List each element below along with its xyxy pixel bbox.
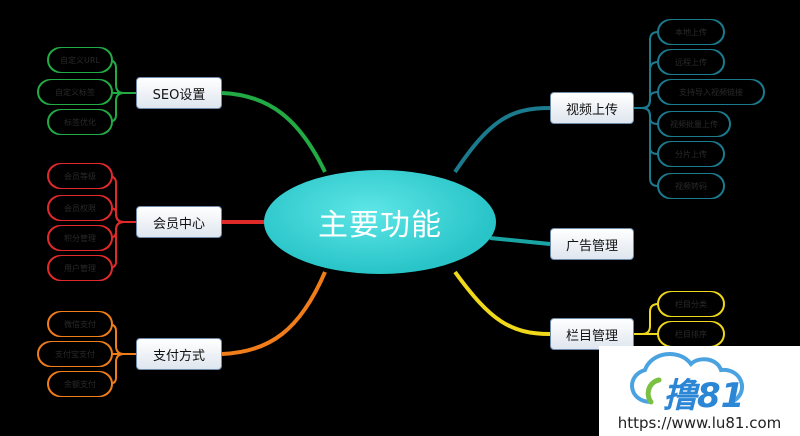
- watermark-text: 撸81: [663, 376, 745, 416]
- leaf-member-1: 会员等级: [50, 164, 110, 188]
- branch-ads: 广告管理: [550, 228, 634, 260]
- leaf-video-1: 本地上传: [660, 20, 722, 44]
- leaf-pay-3: 余额支付: [50, 372, 110, 396]
- leaf-member-2: 会员权限: [50, 196, 110, 220]
- leaf-member-4: 用户管理: [50, 256, 110, 280]
- branch-pay: 支付方式: [136, 338, 222, 370]
- branch-pay-label: 支付方式: [152, 348, 205, 364]
- leaf-column-1: 栏目分类: [660, 292, 722, 316]
- leaf-seo-1: 自定义URL: [50, 48, 110, 72]
- leaf-seo-2: 自定义标签: [40, 80, 110, 104]
- leaf-video-4: 视频批量上传: [660, 112, 728, 136]
- leaf-video-5: 分片上传: [660, 142, 722, 166]
- leaf-video-6: 视频转码: [660, 174, 722, 198]
- leaf-member-3: 积分管理: [50, 226, 110, 250]
- center-topic: 主要功能: [264, 170, 496, 274]
- leaf-video-3: 支持导入视频链接: [660, 80, 762, 104]
- branch-seo-label: SEO设置: [152, 87, 206, 103]
- branch-video-label: 视频上传: [565, 102, 618, 118]
- connector-seo: [221, 91, 327, 173]
- leaf-pay-1: 微信支付: [50, 312, 110, 336]
- branch-column-label: 栏目管理: [565, 328, 618, 344]
- branch-video: 视频上传: [550, 92, 634, 124]
- branch-member: 会员中心: [136, 206, 222, 238]
- video-leaf-connectors: [634, 31, 659, 187]
- member-leaf-connectors: [107, 175, 136, 269]
- center-topic-label: 主要功能: [318, 208, 442, 243]
- leaf-video-2: 远程上传: [660, 50, 722, 74]
- branch-ads-label: 广告管理: [565, 238, 618, 254]
- branch-column: 栏目管理: [550, 318, 634, 350]
- branch-seo: SEO设置: [136, 77, 222, 109]
- connector-pay: [221, 271, 327, 356]
- connector-video: [453, 106, 551, 174]
- cloud-logo-icon: [630, 351, 744, 405]
- watermark-logo: 撸81 https://www.lu81.com: [599, 346, 800, 436]
- watermark-url[interactable]: https://www.lu81.com: [617, 414, 782, 432]
- connector-column: [453, 270, 551, 336]
- leaf-seo-3: 标签优化: [50, 110, 110, 134]
- connector-ads: [489, 236, 551, 246]
- branch-member-label: 会员中心: [152, 216, 205, 232]
- leaf-column-2: 栏目排序: [660, 322, 722, 346]
- leaf-pay-2: 支付宝支付: [40, 342, 110, 366]
- column-leaf-connectors: [634, 303, 659, 335]
